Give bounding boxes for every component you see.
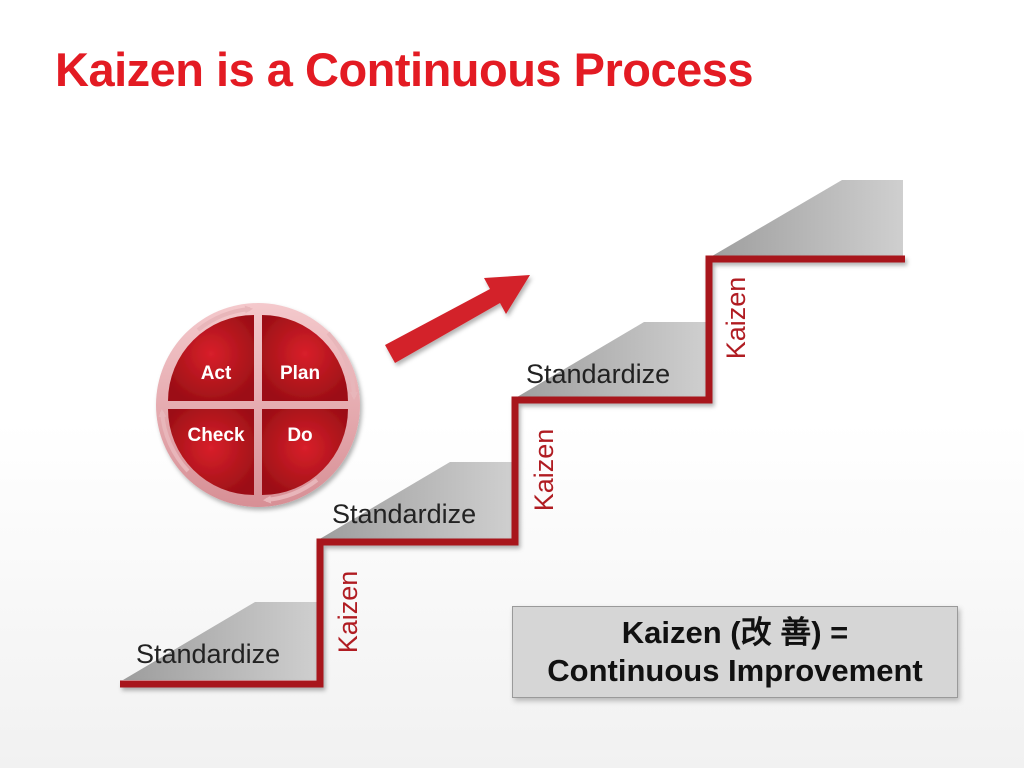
check-quadrant [168, 409, 254, 495]
definition-line-2: Continuous Improvement [547, 653, 923, 688]
cycle-arrow-icon [263, 478, 319, 504]
page-title: Kaizen is a Continuous Process [55, 43, 754, 96]
check-label: Check [187, 425, 244, 446]
progress-arrow-icon [385, 275, 530, 363]
do-label: Do [287, 425, 312, 446]
cycle-arrow-icon [158, 409, 190, 473]
plan-label: Plan [280, 363, 320, 384]
definition-line-1: Kaizen (改 善) = [621, 615, 849, 650]
step-ramps [123, 180, 903, 680]
kaizen-label-2: Kaizen [529, 429, 559, 512]
cycle-arrow-icon [196, 305, 253, 332]
standardize-label-1: Standardize [136, 639, 280, 669]
act-quadrant [168, 315, 254, 401]
step-ramp-4 [707, 180, 903, 259]
pdca-cycle-arrows [158, 305, 358, 504]
step-ramp-3 [512, 322, 707, 400]
standardize-label-2: Standardize [332, 499, 476, 529]
step-ramp-1 [123, 602, 318, 680]
kaizen-label-3: Kaizen [721, 277, 751, 360]
plan-quadrant [262, 315, 348, 401]
cycle-arrow-icon [326, 331, 358, 400]
kaizen-definition-box: Kaizen (改 善) = Continuous Improvement [512, 606, 958, 698]
do-quadrant [262, 409, 348, 495]
kaizen-label-1: Kaizen [333, 571, 363, 654]
pdca-cycle [156, 303, 360, 507]
step-ramp-2 [318, 462, 512, 540]
stair-line [120, 255, 905, 688]
act-label: Act [201, 363, 232, 384]
standardize-label-3: Standardize [526, 359, 670, 389]
